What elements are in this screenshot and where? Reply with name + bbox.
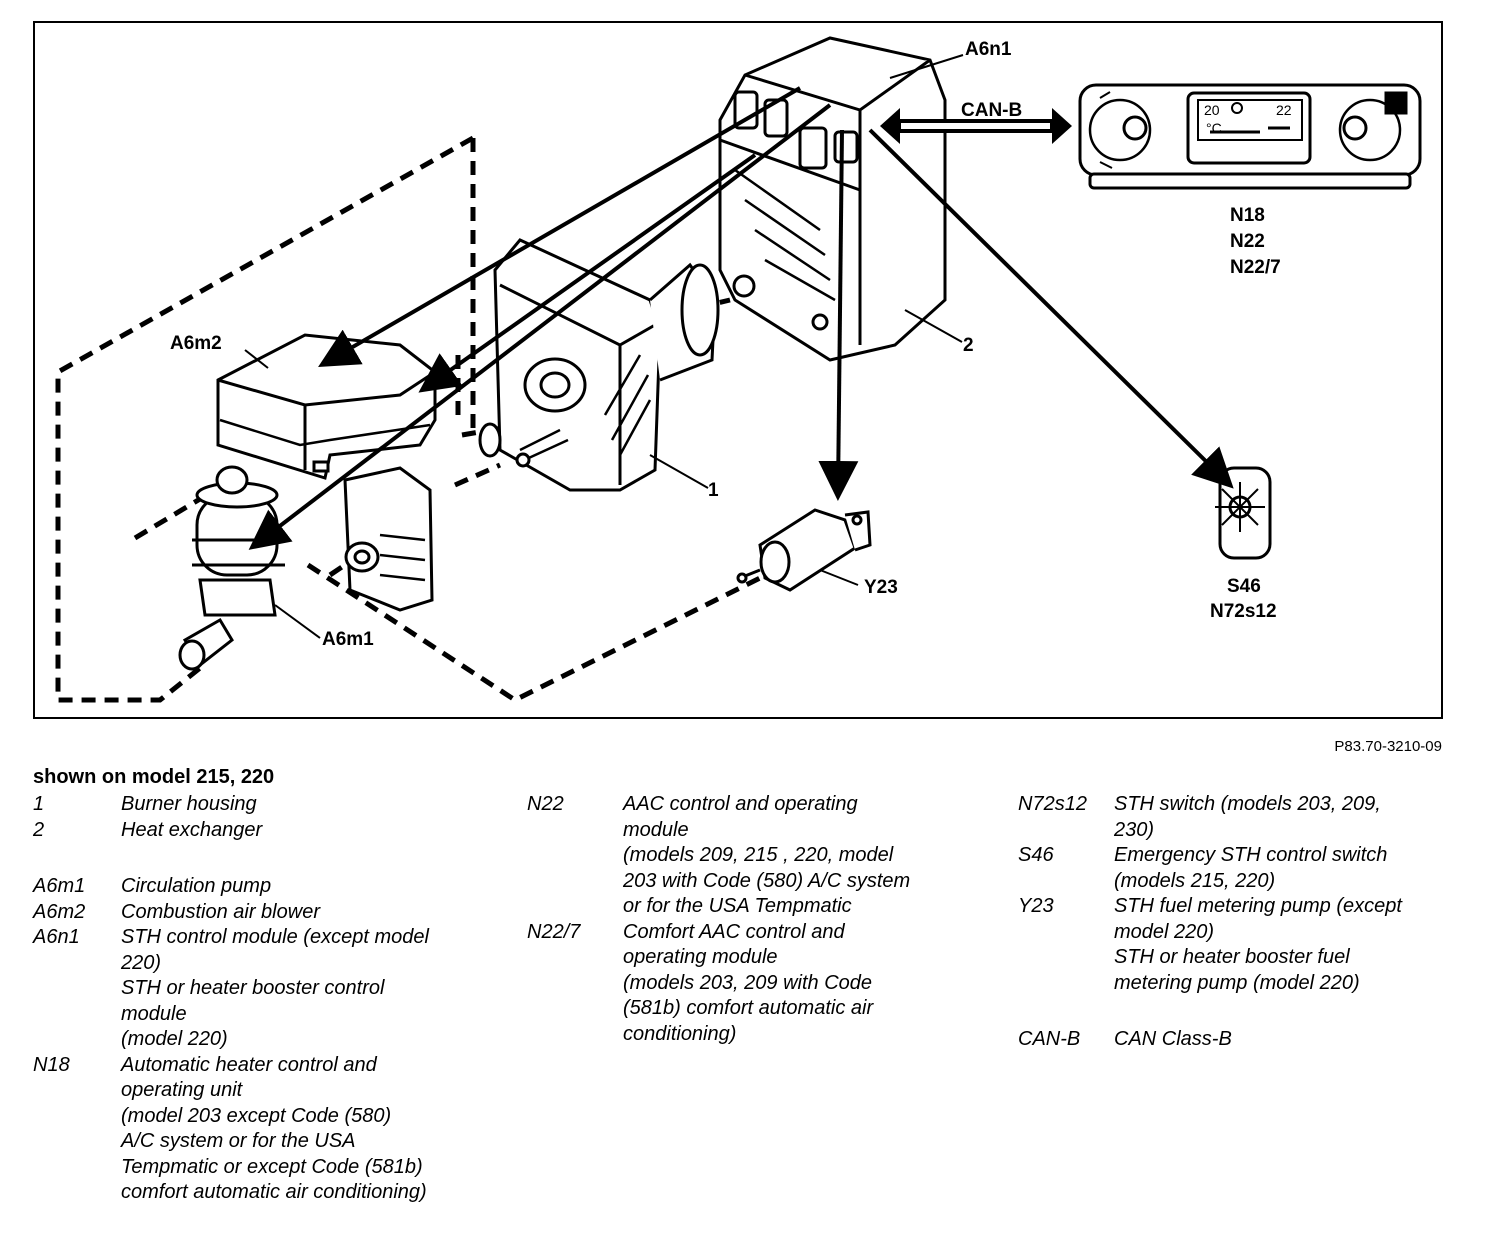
legend-heading: shown on model 215, 220 (33, 766, 275, 788)
legend-entry: A6m1 Circulation pump (33, 874, 483, 900)
legend-desc: CAN Class-B (1114, 1028, 1232, 1050)
legend-entry: A6n1 STH control module (except model 220… (33, 925, 483, 1053)
legend-desc: Burner housing (121, 793, 257, 815)
label-n72s12: N72s12 (1210, 601, 1277, 622)
label-heat-exchanger: 2 (963, 335, 974, 356)
label-leaders (244, 54, 964, 639)
burner-housing (478, 238, 720, 492)
legend-code: 1 (33, 793, 45, 815)
legend-desc: Heat exchanger (121, 818, 263, 841)
legend-code: A6m1 (33, 875, 86, 897)
label-n22: N22 (1230, 231, 1265, 252)
component-diagram: 20 22 °C A6n1 CAN-B N18 N22 N22/7 A6m2 2… (55, 36, 1422, 703)
legend-entry: N22 AAC control and operating module (mod… (527, 792, 967, 920)
legend-desc: STH control module (except model 220) ST… (121, 926, 429, 1050)
label-s46: S46 (1227, 576, 1261, 597)
legend-entry: 2 Heat exchanger (33, 818, 483, 844)
legend-desc: AAC control and operating module (models… (623, 793, 911, 917)
label-a6m2: A6m2 (170, 333, 222, 354)
panel-left-temp: 20 (1204, 102, 1220, 118)
legend-desc: STH fuel metering pump (except model 220… (1114, 895, 1402, 994)
label-burner-housing: 1 (708, 480, 719, 501)
signal-lines (248, 86, 1234, 550)
legend-entry: Y23 STH fuel metering pump (except model … (1018, 894, 1458, 996)
figure-frame (33, 21, 1443, 719)
legend-desc: Automatic heater control and operating u… (121, 1053, 427, 1204)
label-y23: Y23 (864, 577, 898, 598)
label-a6n1: A6n1 (965, 39, 1012, 60)
label-can-b: CAN-B (961, 100, 1022, 121)
label-n22-7: N22/7 (1230, 257, 1281, 278)
legend-code: N22/7 (527, 920, 581, 943)
legend-desc: STH switch (models 203, 209, 230) (1114, 793, 1381, 841)
legend-code: N72s12 (1018, 793, 1087, 815)
circulation-pump (178, 465, 285, 671)
legend-column-1: 1 Burner housing 2 Heat exchanger A6m1 Circ… (33, 792, 483, 1206)
legend-entry: A6m2 Combustion air blower (33, 900, 483, 926)
heat-exchanger-assembly (718, 36, 947, 362)
legend-gap (33, 843, 483, 874)
combustion-air-blower (216, 333, 437, 612)
legend-code: S46 (1018, 844, 1054, 866)
legend-entry: N18 Automatic heater control and operatin… (33, 1053, 483, 1206)
legend-entry: S46 Emergency STH control switch (models … (1018, 843, 1458, 894)
fuel-metering-pump (736, 508, 872, 592)
legend-column-2: N22 AAC control and operating module (mod… (527, 792, 967, 1047)
legend-desc: Circulation pump (121, 875, 272, 897)
emergency-switch (1215, 466, 1272, 560)
legend-code: A6n1 (33, 926, 80, 948)
legend-code: CAN-B (1018, 1028, 1081, 1050)
legend-code: Y23 (1018, 895, 1054, 917)
label-n18: N18 (1230, 205, 1265, 226)
legend-entry: CAN-B CAN Class-B (1018, 1027, 1458, 1053)
panel-right-temp: 22 (1276, 102, 1292, 118)
legend-code: 2 (33, 818, 45, 841)
can-b-bus-arrow (880, 108, 1072, 144)
legend-entry: N22/7 Comfort AAC control and operating m… (527, 920, 967, 1048)
legend-code: N18 (33, 1053, 70, 1076)
legend-gap (1018, 996, 1458, 1027)
legend-code: A6m2 (33, 900, 86, 923)
climate-control-panel (1078, 83, 1422, 190)
figure-reference-code: P83.70-3210-09 (1334, 738, 1442, 755)
legend-entry: 1 Burner housing (33, 792, 483, 818)
label-a6m1: A6m1 (322, 629, 374, 650)
legend-entry: N72s12 STH switch (models 203, 209, 230) (1018, 792, 1458, 843)
legend-desc: Combustion air blower (121, 900, 320, 923)
legend-desc: Emergency STH control switch (models 215… (1114, 844, 1388, 892)
panel-unit: °C (1206, 120, 1222, 136)
legend-code: N22 (527, 793, 564, 815)
legend-desc: Comfort AAC control and operating module… (623, 920, 874, 1045)
